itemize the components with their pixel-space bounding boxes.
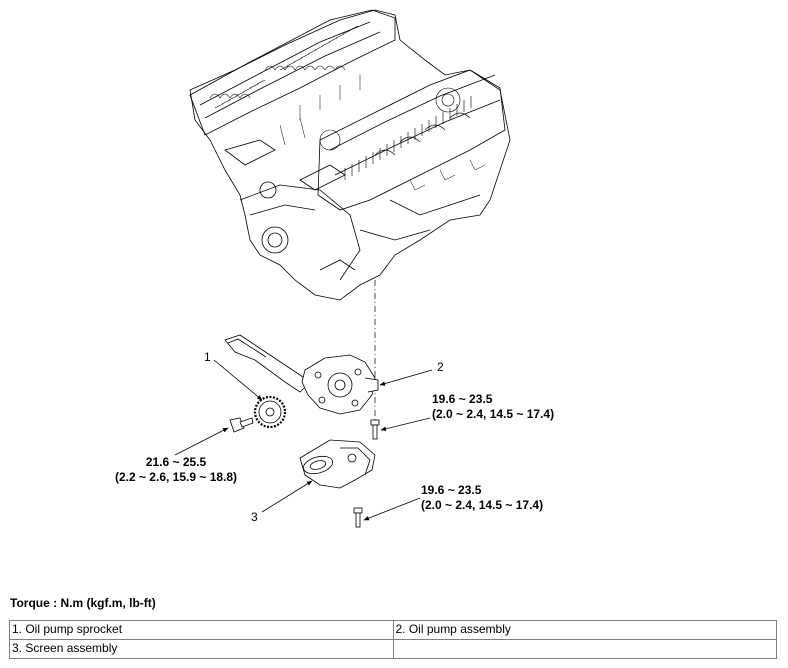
leader-line-pump-bolt (380, 417, 431, 431)
torque-nm: 19.6 ~ 23.5 (432, 392, 493, 406)
leader-line-sprocket (213, 359, 263, 401)
oil-pump-sprocket-illustration (253, 395, 287, 429)
oil-pump-assembly-illustration (224, 334, 379, 415)
legend-cell: 1. Oil pump sprocket (9, 620, 394, 640)
exploded-diagram (174, 9, 511, 528)
screen-bolt-illustration (353, 507, 363, 528)
torque-label-pump-bolt: 19.6 ~ 23.5 (2.0 ~ 2.4, 14.5 ~ 17.4) (432, 392, 554, 422)
torque-conversions: (2.0 ~ 2.4, 14.5 ~ 17.4) (421, 498, 544, 512)
torque-label-sprocket-bolt: 21.6 ~ 25.5 (2.2 ~ 2.6, 15.9 ~ 18.8) (108, 455, 244, 485)
leader-line-sprocket-bolt (174, 427, 229, 456)
table-row: 3. Screen assembly (9, 639, 777, 659)
legend-cell: 3. Screen assembly (9, 639, 394, 659)
legend-cell: 2. Oil pump assembly (392, 620, 777, 640)
torque-heading: Torque : N.m (kgf.m, lb-ft) (10, 596, 156, 610)
callout-1: 1 (204, 350, 211, 364)
leader-line-screen (261, 480, 313, 513)
torque-label-screen-bolt: 19.6 ~ 23.5 (2.0 ~ 2.4, 14.5 ~ 17.4) (421, 483, 543, 513)
leader-line-screen-bolt (363, 497, 421, 521)
engine-block-illustration (189, 9, 511, 301)
torque-nm: 19.6 ~ 23.5 (421, 483, 482, 497)
leader-line-pump (379, 369, 433, 386)
parts-legend-table: 1. Oil pump sprocket 2. Oil pump assembl… (9, 620, 777, 659)
torque-conversions: (2.0 ~ 2.4, 14.5 ~ 17.4) (432, 407, 555, 421)
callout-3: 3 (251, 510, 258, 524)
torque-nm: 21.6 ~ 25.5 (145, 455, 207, 469)
sprocket-bolt-illustration (229, 417, 254, 433)
screen-assembly-illustration (299, 439, 376, 489)
table-row: 1. Oil pump sprocket 2. Oil pump assembl… (9, 620, 777, 640)
legend-cell (392, 639, 777, 659)
pump-bolt-illustration (370, 419, 380, 440)
torque-conversions: (2.2 ~ 2.6, 15.9 ~ 18.8) (114, 470, 238, 484)
callout-2: 2 (437, 360, 444, 374)
